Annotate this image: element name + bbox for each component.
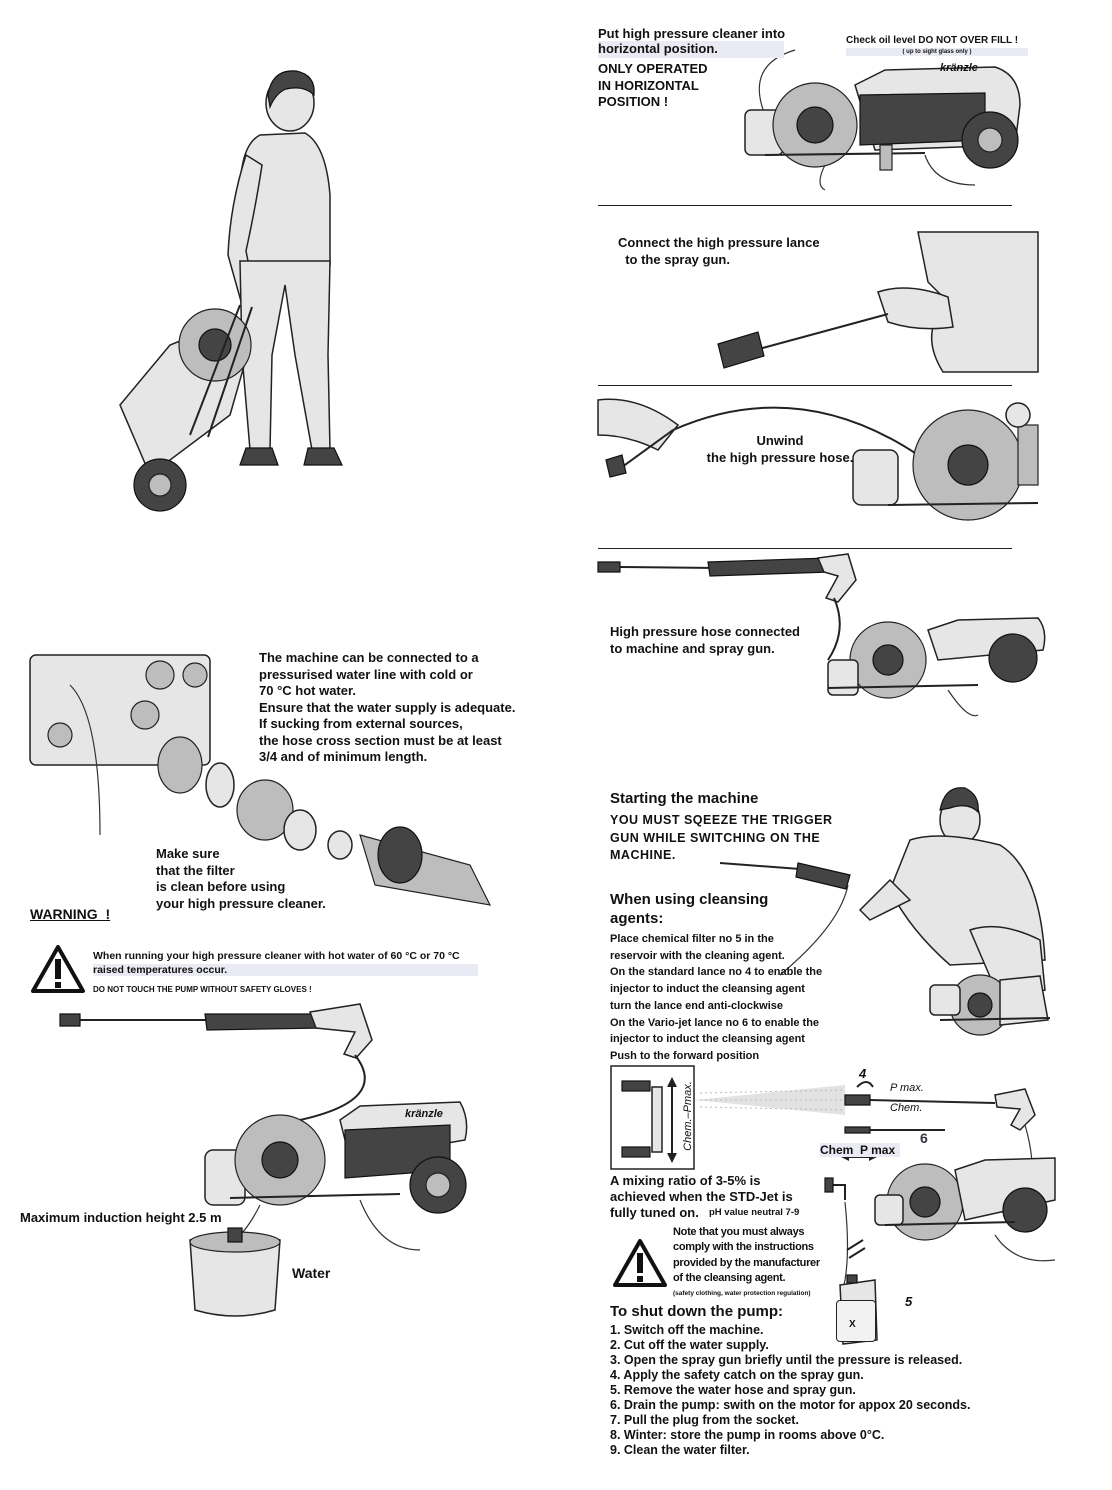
induction-height-label: Maximum induction height 2.5 m	[20, 1210, 222, 1225]
shutdown-step: 4. Apply the safety catch on the spray g…	[610, 1368, 864, 1382]
hose-connected-text: High pressure hose connected to machine …	[610, 624, 800, 656]
connect-lance-illustration	[717, 231, 1039, 373]
divider-2	[598, 385, 1012, 386]
water-connection-illustration	[29, 654, 492, 906]
unwind-hose-text: Unwind the high pressure hose.	[706, 433, 854, 465]
lance-label-6: 6	[920, 1130, 928, 1146]
kneeling-gun-illustration	[719, 862, 851, 976]
oil-level-note: Check oil level DO NOT OVER FILL !	[846, 35, 1019, 46]
connect-lance-text: Connect the high pressure lance to the s…	[618, 235, 820, 267]
cleaner-with-bucket-illustration	[59, 1003, 468, 1317]
mixing-ratio-text: A mixing ratio of 3-5% is achieved when …	[610, 1173, 793, 1220]
starting-title: Starting the machine	[610, 790, 759, 807]
divider-1	[598, 205, 1012, 206]
hose-connected-illustration	[597, 553, 1046, 717]
shutdown-step: 2. Cut off the water supply.	[610, 1338, 769, 1352]
filter-note: Make sure that the filter is clean befor…	[156, 846, 326, 911]
shutdown-step: 1. Switch off the machine.	[610, 1323, 764, 1337]
canister-x-label: X	[849, 1319, 856, 1330]
ph-value-note: pH value neutral 7-9	[709, 1207, 800, 1218]
horizontal-instruction-line2: horizontal position.	[598, 41, 784, 58]
chem-pmax-vertical-label: Chem.–Pmax.	[682, 1081, 694, 1151]
chemical-setup-illustration	[824, 1157, 1056, 1345]
warning-line1: When running your high pressure cleaner …	[93, 950, 460, 962]
shutdown-step: 6. Drain the pump: swith on the motor fo…	[610, 1398, 971, 1412]
chem-pmax-lance-diagram	[610, 1065, 695, 1170]
canister-label-5: 5	[905, 1294, 913, 1309]
starting-text: YOU MUST SQEEZE THE TRIGGER GUN WHILE SW…	[610, 813, 833, 862]
warning-line3: DO NOT TOUCH THE PUMP WITHOUT SAFETY GLO…	[93, 985, 312, 994]
warning-triangle-icon-2	[613, 1239, 667, 1287]
p-max-label: P max.	[890, 1082, 924, 1094]
spray-lance-jet-illustration	[695, 1081, 1036, 1226]
only-operated-horizontal: ONLY OPERATED IN HORIZONTAL POSITION !	[598, 61, 708, 109]
cleansing-title: When using cleansing agents:	[610, 891, 769, 927]
cleaner-horizontal-illustration	[744, 49, 1021, 191]
brand-label-bottom: kränzle	[405, 1108, 443, 1120]
shutdown-title: To shut down the pump:	[610, 1303, 784, 1320]
shutdown-step: 9. Clean the water filter.	[610, 1443, 750, 1457]
unwind-hose-illustration	[597, 398, 1039, 521]
shutdown-step: 3. Open the spray gun briefly until the …	[610, 1353, 963, 1367]
man-pulling-cleaner-illustration	[119, 70, 343, 512]
shutdown-step: 7. Pull the plug from the socket.	[610, 1413, 799, 1427]
divider-3	[598, 548, 1012, 549]
shutdown-step: 8. Winter: store the pump in rooms above…	[610, 1428, 885, 1442]
shutdown-step: 5. Remove the water hose and spray gun.	[610, 1383, 856, 1397]
brand-label-top: kränzle	[940, 62, 978, 74]
horizontal-instruction-line1: Put high pressure cleaner into	[598, 26, 786, 41]
chemical-canister: X	[836, 1300, 876, 1342]
water-supply-text: The machine can be connected to a pressu…	[259, 650, 516, 764]
cleansing-text: Place chemical filter no 5 in the reserv…	[610, 933, 823, 1062]
warning-triangle-icon	[31, 945, 85, 993]
sight-glass-note: ( up to sight glass only )	[846, 48, 1028, 56]
manufacturer-note: Note that you must always comply with th…	[673, 1226, 820, 1284]
chem-p-max-label: Chem P max	[820, 1143, 900, 1157]
chem-label: Chem.	[890, 1102, 923, 1114]
shutdown-steps: 1. Switch off the machine. 2. Cut off th…	[610, 1323, 970, 1458]
water-label: Water	[292, 1265, 331, 1281]
warning-line2: raised temperatures occur.	[93, 964, 478, 976]
lance-label-4: 4	[859, 1066, 867, 1081]
kneeling-man-illustration	[858, 787, 1051, 1036]
warning-title: WARNING !	[30, 906, 111, 922]
safety-clothing-note: (safety clothing, water protection regul…	[673, 1290, 811, 1297]
